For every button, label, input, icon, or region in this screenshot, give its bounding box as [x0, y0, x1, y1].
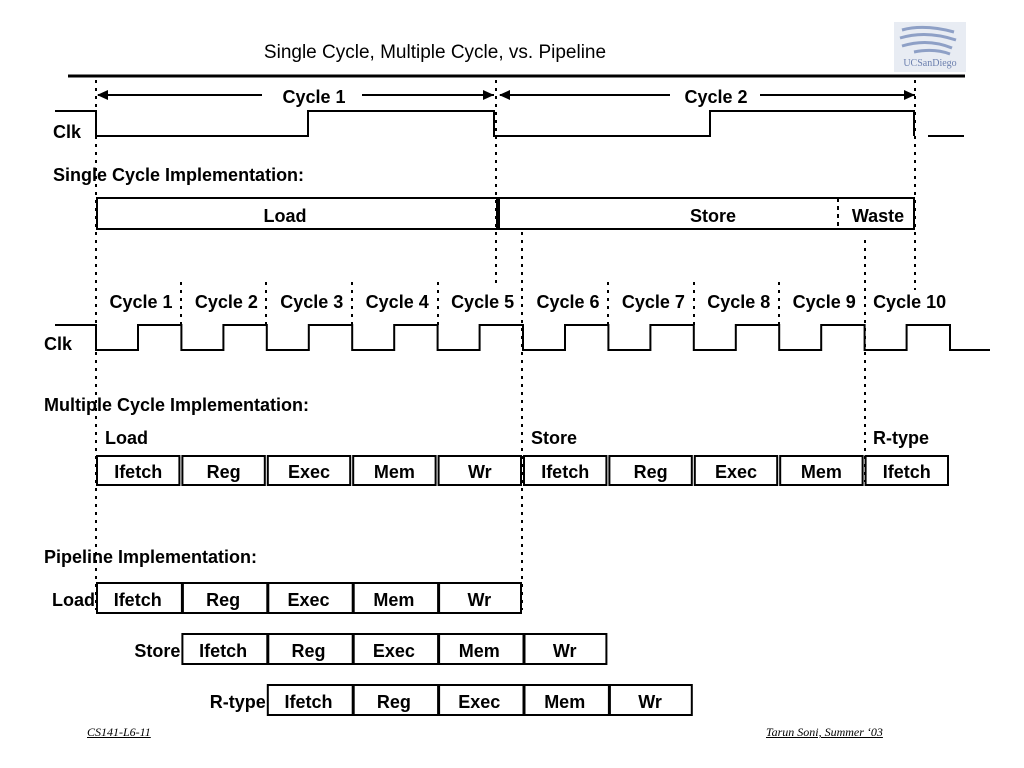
multi-stage-box [181, 455, 266, 486]
pipeline-stage-label: Reg [377, 692, 411, 712]
clk-label-multi: Clk [44, 334, 73, 354]
multi-cycle-label: Cycle 8 [707, 292, 770, 312]
multi-stage-box [266, 455, 352, 486]
pipeline-stage-label: Reg [291, 641, 325, 661]
multi-stage-label: Ifetch [541, 462, 589, 482]
pipeline-row-label: Store [134, 641, 180, 661]
multi-cycle-label: Cycle 3 [280, 292, 343, 312]
pipeline-row-box [96, 582, 522, 614]
multi-stage-label: Ifetch [114, 462, 162, 482]
multi-stage-label: Reg [207, 462, 241, 482]
multi-cycle-label: Cycle 7 [622, 292, 685, 312]
multi-stage-box [608, 455, 693, 486]
multi-stage-box [864, 455, 949, 486]
single-cycle-header: Single Cycle Implementation: [53, 165, 304, 185]
arrowhead-icon [499, 90, 510, 100]
multi-cycle-label: Cycle 2 [195, 292, 258, 312]
multi-stage-label: Ifetch [883, 462, 931, 482]
page-title: Single Cycle, Multiple Cycle, vs. Pipeli… [264, 42, 606, 63]
multi-instr-load: Load [105, 428, 148, 448]
arrowhead-icon [904, 90, 915, 100]
multi-cycle-header: Multiple Cycle Implementation: [44, 395, 309, 415]
single-cycle-clock [55, 110, 915, 137]
pipeline-stage-label: Reg [206, 590, 240, 610]
multi-stage-label: Mem [801, 462, 842, 482]
single-cycle-label-2: Cycle 2 [684, 87, 747, 107]
pipeline-stage-label: Mem [544, 692, 585, 712]
pipeline-stage-label: Wr [553, 641, 577, 661]
multi-stage-label: Exec [288, 462, 330, 482]
multi-cycle-label: Cycle 6 [536, 292, 599, 312]
multi-cycle-label: Cycle 9 [793, 292, 856, 312]
pipeline-stage-label: Wr [638, 692, 662, 712]
multi-stage-label: Mem [374, 462, 415, 482]
pipeline-stage-label: Ifetch [199, 641, 247, 661]
pipeline-stage-label: Exec [458, 692, 500, 712]
ucsd-logo: UCSanDiego [894, 22, 966, 72]
multi-cycle-label: Cycle 10 [873, 292, 946, 312]
pipeline-row-box [181, 633, 608, 665]
pipeline-stage-label: Mem [459, 641, 500, 661]
multi-stage-box [96, 455, 181, 486]
single-store-box [498, 197, 915, 230]
arrowhead-icon [483, 90, 494, 100]
multi-stage-label: Wr [468, 462, 492, 482]
pipeline-stage-label: Ifetch [284, 692, 332, 712]
multi-cycle-label: Cycle 4 [366, 292, 429, 312]
pipeline-row-label: Load [52, 590, 95, 610]
multi-instr-rtype: R-type [873, 428, 929, 448]
multi-stage-box [352, 455, 437, 486]
multi-stage-box [779, 455, 864, 486]
multi-cycle-label: Cycle 5 [451, 292, 514, 312]
pipeline-stage-label: Exec [287, 590, 329, 610]
arrowhead-icon [97, 90, 108, 100]
multi-stage-label: Exec [715, 462, 757, 482]
pipeline-stage-label: Exec [373, 641, 415, 661]
single-store-label: Store [690, 206, 736, 226]
clk-label-single: Clk [53, 122, 82, 142]
single-cycle-label-1: Cycle 1 [282, 87, 345, 107]
timing-guides [95, 80, 916, 610]
footer-slide-id: CS141-L6-11 [87, 725, 151, 739]
multi-stage-box [523, 455, 608, 486]
pipeline-row-label: R-type [210, 692, 266, 712]
logo-text: UCSanDiego [903, 58, 956, 69]
pipeline-header: Pipeline Implementation: [44, 547, 257, 567]
multi-stage-box [693, 455, 779, 486]
multi-stage-label: Reg [634, 462, 668, 482]
multi-stage-box [437, 455, 523, 486]
footer-author: Tarun Soni, Summer ‘03 [766, 725, 883, 739]
pipeline-stage-label: Wr [467, 590, 491, 610]
single-load-label: Load [264, 206, 307, 226]
pipeline-stage-label: Mem [373, 590, 414, 610]
multi-cycle-label: Cycle 1 [109, 292, 172, 312]
multi-instr-store: Store [531, 428, 577, 448]
pipeline-stage-label: Ifetch [114, 590, 162, 610]
single-waste-label: Waste [852, 206, 904, 226]
pipeline-row-box [266, 684, 693, 716]
single-load-box [96, 197, 498, 230]
